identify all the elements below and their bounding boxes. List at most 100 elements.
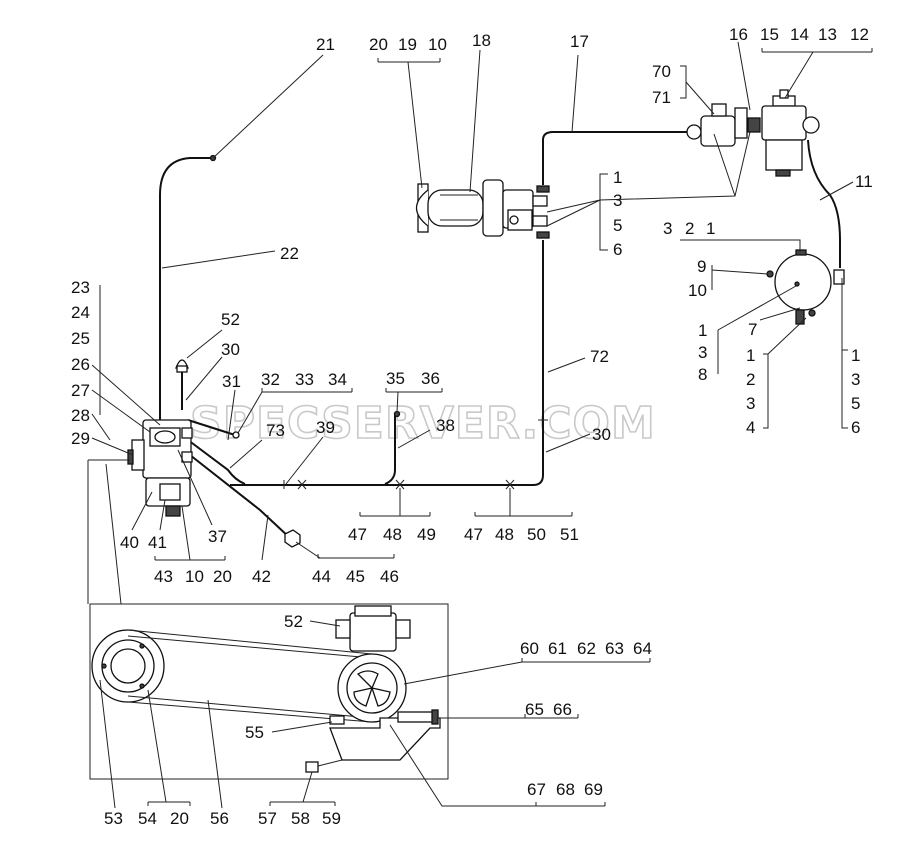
label-52: 52 — [221, 310, 240, 329]
label-3: 3 — [851, 370, 860, 389]
label-13: 13 — [818, 25, 837, 44]
label-21: 21 — [316, 35, 335, 54]
part-labels: 21 20 19 10 18 17 16 15 14 13 12 70 71 2… — [71, 25, 873, 828]
label-47: 47 — [348, 525, 367, 544]
label-1: 1 — [706, 219, 715, 238]
label-10: 10 — [185, 567, 204, 586]
sensor-52 — [175, 359, 189, 373]
label-41: 41 — [148, 533, 167, 552]
label-39: 39 — [316, 418, 335, 437]
label-61: 61 — [548, 639, 567, 658]
drain-fitting — [284, 529, 301, 548]
label-30: 30 — [592, 425, 611, 444]
label-10: 10 — [688, 281, 707, 300]
label-30: 30 — [221, 340, 240, 359]
label-56: 56 — [210, 809, 229, 828]
label-4: 4 — [746, 418, 755, 437]
label-73: 73 — [266, 421, 285, 440]
label-11: 11 — [855, 172, 873, 191]
label-26: 26 — [71, 355, 90, 374]
label-59: 59 — [322, 809, 341, 828]
label-12: 12 — [850, 25, 869, 44]
label-6: 6 — [851, 418, 860, 437]
label-29: 29 — [71, 429, 90, 448]
label-5: 5 — [851, 394, 860, 413]
label-3: 3 — [663, 219, 672, 238]
label-40: 40 — [120, 533, 139, 552]
label-64: 64 — [633, 639, 652, 658]
label-16: 16 — [729, 25, 748, 44]
label-43: 43 — [154, 567, 173, 586]
label-54: 54 — [138, 809, 157, 828]
pipe-lines — [159, 131, 841, 539]
label-20: 20 — [170, 809, 189, 828]
label-15: 15 — [760, 25, 779, 44]
label-1: 1 — [851, 346, 860, 365]
mount-bracket — [305, 709, 441, 773]
label-9: 9 — [697, 257, 706, 276]
label-24: 24 — [71, 303, 90, 322]
label-1: 1 — [698, 321, 707, 340]
label-33: 33 — [295, 370, 314, 389]
label-3: 3 — [746, 394, 755, 413]
label-44: 44 — [312, 567, 331, 586]
label-46: 46 — [380, 567, 399, 586]
label-34: 34 — [328, 370, 347, 389]
label-36: 36 — [421, 369, 440, 388]
label-23: 23 — [71, 278, 90, 297]
label-2: 2 — [685, 219, 694, 238]
label-45: 45 — [346, 567, 365, 586]
label-27: 27 — [71, 381, 90, 400]
detail-frame — [87, 459, 449, 780]
label-1: 1 — [746, 346, 755, 365]
label-53: 53 — [104, 809, 123, 828]
unloader-valve — [415, 179, 550, 239]
label-14: 14 — [790, 25, 809, 44]
label-2: 2 — [746, 370, 755, 389]
label-50: 50 — [527, 525, 546, 544]
clamp-markers — [209, 154, 548, 490]
label-10: 10 — [428, 35, 447, 54]
label-37: 37 — [208, 527, 227, 546]
label-65: 65 — [525, 700, 544, 719]
compressor-detail — [335, 605, 411, 652]
label-28: 28 — [71, 406, 90, 425]
label-3: 3 — [613, 191, 622, 210]
label-52: 52 — [284, 612, 303, 631]
pressure-regulator — [686, 103, 761, 147]
label-47: 47 — [464, 525, 483, 544]
label-66: 66 — [553, 700, 572, 719]
label-49: 49 — [417, 525, 436, 544]
label-63: 63 — [605, 639, 624, 658]
air-compressor — [127, 419, 193, 517]
label-57: 57 — [258, 809, 277, 828]
label-51: 51 — [560, 525, 579, 544]
label-32: 32 — [261, 370, 280, 389]
label-1: 1 — [613, 168, 622, 187]
label-71: 71 — [652, 88, 671, 107]
label-62: 62 — [577, 639, 596, 658]
label-67: 67 — [527, 780, 546, 799]
label-3: 3 — [698, 343, 707, 362]
label-20: 20 — [369, 35, 388, 54]
label-18: 18 — [472, 31, 491, 50]
label-70: 70 — [652, 62, 671, 81]
label-22: 22 — [280, 244, 299, 263]
label-19: 19 — [398, 35, 417, 54]
label-55: 55 — [245, 723, 264, 742]
label-8: 8 — [698, 365, 707, 384]
label-35: 35 — [386, 369, 405, 388]
label-58: 58 — [291, 809, 310, 828]
label-68: 68 — [556, 780, 575, 799]
label-48: 48 — [495, 525, 514, 544]
label-20: 20 — [213, 567, 232, 586]
label-6: 6 — [613, 240, 622, 259]
label-42: 42 — [252, 567, 271, 586]
label-5: 5 — [613, 216, 622, 235]
label-38: 38 — [436, 416, 455, 435]
air-filter — [761, 89, 820, 177]
leader-lines — [91, 41, 873, 809]
label-31: 31 — [222, 372, 241, 391]
air-receiver — [766, 249, 845, 325]
